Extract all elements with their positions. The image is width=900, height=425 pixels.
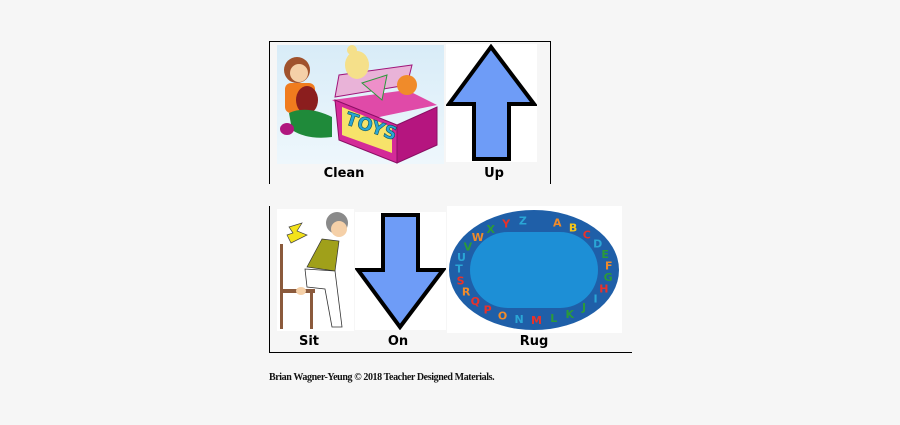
- rug-letter: J: [581, 301, 586, 314]
- rug-letter: S: [457, 274, 465, 287]
- top-frame-left-border: [269, 41, 270, 184]
- card-label-on: On: [387, 334, 409, 349]
- top-frame-right-border: [550, 41, 551, 184]
- rug-letter: M: [531, 314, 542, 327]
- card-label-sit: Sit: [298, 334, 320, 349]
- rug-letter: K: [566, 308, 575, 321]
- rug-letter: I: [594, 293, 598, 306]
- rug-letter: P: [484, 303, 492, 316]
- card-label-up: Up: [484, 166, 504, 181]
- rug-letter: G: [604, 271, 613, 284]
- rug-letter: O: [498, 309, 507, 322]
- rug-letter: U: [457, 251, 466, 264]
- rug-letter: Z: [519, 215, 527, 228]
- bottom-frame-left-border: [269, 206, 270, 353]
- card-label-rug: Rug: [519, 334, 549, 349]
- rug-letter: X: [487, 223, 496, 236]
- card-label-clean: Clean: [323, 166, 365, 181]
- top-frame-top-border: [269, 41, 551, 42]
- rug-letter: C: [583, 229, 591, 242]
- bottom-frame-bottom-border: [269, 352, 632, 353]
- sit-image: [277, 209, 354, 331]
- rug-letter: Q: [471, 295, 480, 308]
- up-arrow-image: [445, 43, 539, 162]
- down-arrow-image: [354, 212, 448, 331]
- rug-letter: D: [593, 238, 602, 251]
- rug-letter: B: [569, 221, 577, 234]
- rug-letter: L: [550, 312, 557, 325]
- rug-letter: W: [472, 231, 484, 244]
- clean-image: TOYS: [277, 45, 444, 164]
- rug-letter: T: [455, 263, 463, 276]
- rug-letter: F: [605, 260, 613, 273]
- copyright-footer: Brian Wagner-Yeung © 2018 Teacher Design…: [269, 372, 495, 383]
- rug-letter: E: [601, 248, 609, 261]
- rug-letter: R: [462, 285, 471, 298]
- rug-letter: H: [599, 282, 608, 295]
- rug-letter: N: [514, 313, 523, 326]
- rug-letter: V: [464, 240, 473, 253]
- rug-letter: A: [553, 217, 562, 230]
- down-arrow-icon: [354, 213, 448, 331]
- rug-letter: Y: [501, 218, 511, 231]
- up-arrow-icon: [445, 43, 539, 161]
